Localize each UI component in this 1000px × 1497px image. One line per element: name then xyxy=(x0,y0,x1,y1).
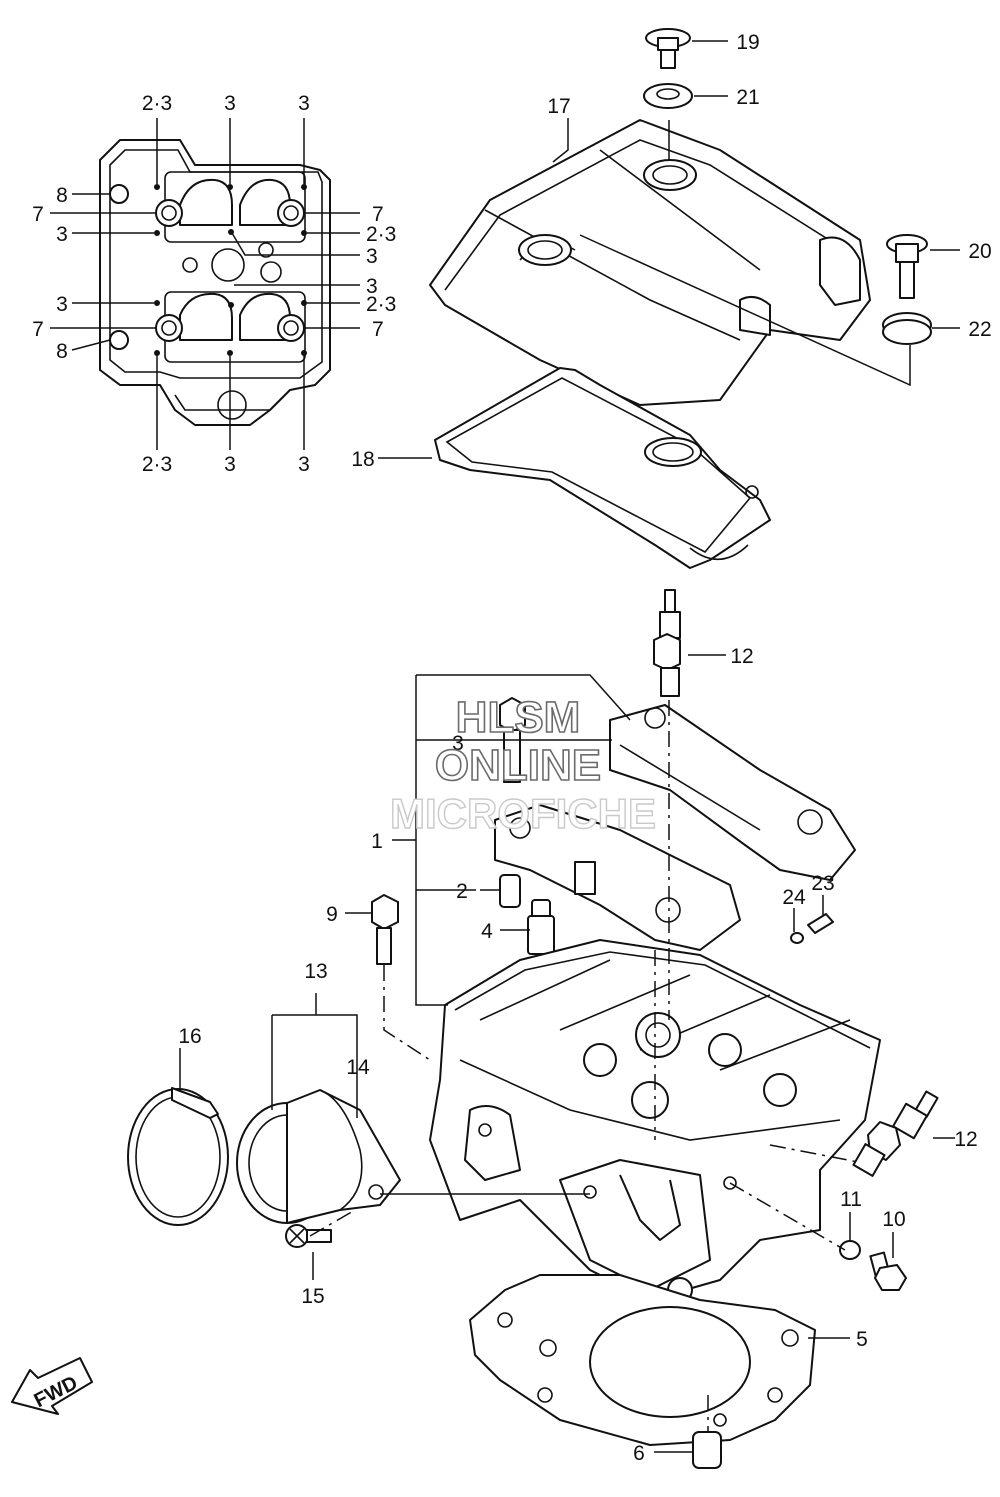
bolt-10 xyxy=(869,1251,907,1291)
camshaft-housing-lower xyxy=(494,804,741,951)
callout-3: 3 xyxy=(452,732,464,755)
callout-23: 23 xyxy=(811,872,834,895)
callout-inset-right-3b: 3 xyxy=(366,275,378,298)
clamp-16 xyxy=(127,1087,229,1226)
callout-6: 6 xyxy=(633,1442,645,1465)
callout-1: 1 xyxy=(371,830,383,853)
callout-4: 4 xyxy=(481,920,493,943)
callout-13: 13 xyxy=(304,960,327,983)
callout-11: 11 xyxy=(840,1188,862,1211)
callout-inset-top-3b: 3 xyxy=(298,92,310,115)
watermark-line-2: ONLINE xyxy=(435,741,601,790)
callout-inset-top-3a: 3 xyxy=(224,92,236,115)
bolt-3 xyxy=(499,697,526,783)
callout-16: 16 xyxy=(178,1025,201,1048)
callout-21: 21 xyxy=(736,86,759,109)
callout-12-upper: 12 xyxy=(730,645,753,668)
washer-24 xyxy=(790,932,804,944)
bolt-19 xyxy=(645,28,691,69)
callout-inset-bottom-3a: 3 xyxy=(224,453,236,476)
grommet-21 xyxy=(643,83,693,109)
dowel-2 xyxy=(499,874,521,908)
leader-lines xyxy=(179,40,960,1453)
callout-inset-right-7a: 7 xyxy=(372,203,384,226)
callout-inset-right-3a: 3 xyxy=(366,245,378,268)
callout-inset-left-3b: 3 xyxy=(56,293,68,316)
callout-14: 14 xyxy=(346,1056,370,1079)
callout-inset-left-7a: 7 xyxy=(32,203,44,226)
callout-inset-left-3a: 3 xyxy=(56,223,68,246)
spark-plug-upper xyxy=(653,589,681,697)
callout-9: 9 xyxy=(326,903,338,926)
assembly-center-lines xyxy=(309,700,859,1432)
callout-5: 5 xyxy=(856,1328,868,1351)
camshaft-housing-upper xyxy=(609,704,856,881)
callout-18: 18 xyxy=(351,448,374,471)
callout-15: 15 xyxy=(301,1285,324,1308)
callout-inset-left-7b: 7 xyxy=(32,318,44,341)
bolt-9 xyxy=(371,894,399,965)
tappet-4 xyxy=(527,899,555,955)
bolt-20 xyxy=(886,234,928,299)
valve-cover xyxy=(429,119,871,406)
watermark-line-1: HLSM xyxy=(456,693,581,742)
callout-inset-bottom-2-3: 2·3 xyxy=(142,453,172,476)
callout-2: 2 xyxy=(456,880,468,903)
spark-plug-lower xyxy=(852,1090,939,1177)
callout-24: 24 xyxy=(782,886,806,909)
callout-22: 22 xyxy=(968,318,991,341)
dowel-6 xyxy=(692,1431,722,1469)
callout-inset-left-8b: 8 xyxy=(56,340,68,363)
head-gasket-5 xyxy=(469,1274,816,1446)
callout-inset-left-8a: 8 xyxy=(56,184,68,207)
callout-20: 20 xyxy=(968,240,991,263)
callout-inset-right-2-3a: 2·3 xyxy=(366,223,396,246)
callout-12-lower: 12 xyxy=(954,1128,977,1151)
screw-15 xyxy=(285,1224,332,1248)
callout-19: 19 xyxy=(736,31,759,54)
callout-inset-bottom-3b: 3 xyxy=(298,453,310,476)
inset-head-top-view xyxy=(50,118,360,450)
callout-10: 10 xyxy=(882,1208,905,1231)
washer-11 xyxy=(839,1240,861,1260)
intake-insulator-13 xyxy=(236,1089,401,1224)
callout-inset-top-2-3a: 2·3 xyxy=(142,92,172,115)
fwd-arrow-icon xyxy=(11,1357,93,1415)
callout-17: 17 xyxy=(547,95,570,118)
valve-cover-gasket xyxy=(434,367,771,569)
callout-inset-right-7b: 7 xyxy=(372,318,384,341)
callout-inset-right-2-3b: 2·3 xyxy=(366,293,396,316)
watermark-line-3: MICROFICHE xyxy=(390,790,656,837)
grommet-22 xyxy=(882,312,932,345)
plug-23 xyxy=(807,913,834,934)
